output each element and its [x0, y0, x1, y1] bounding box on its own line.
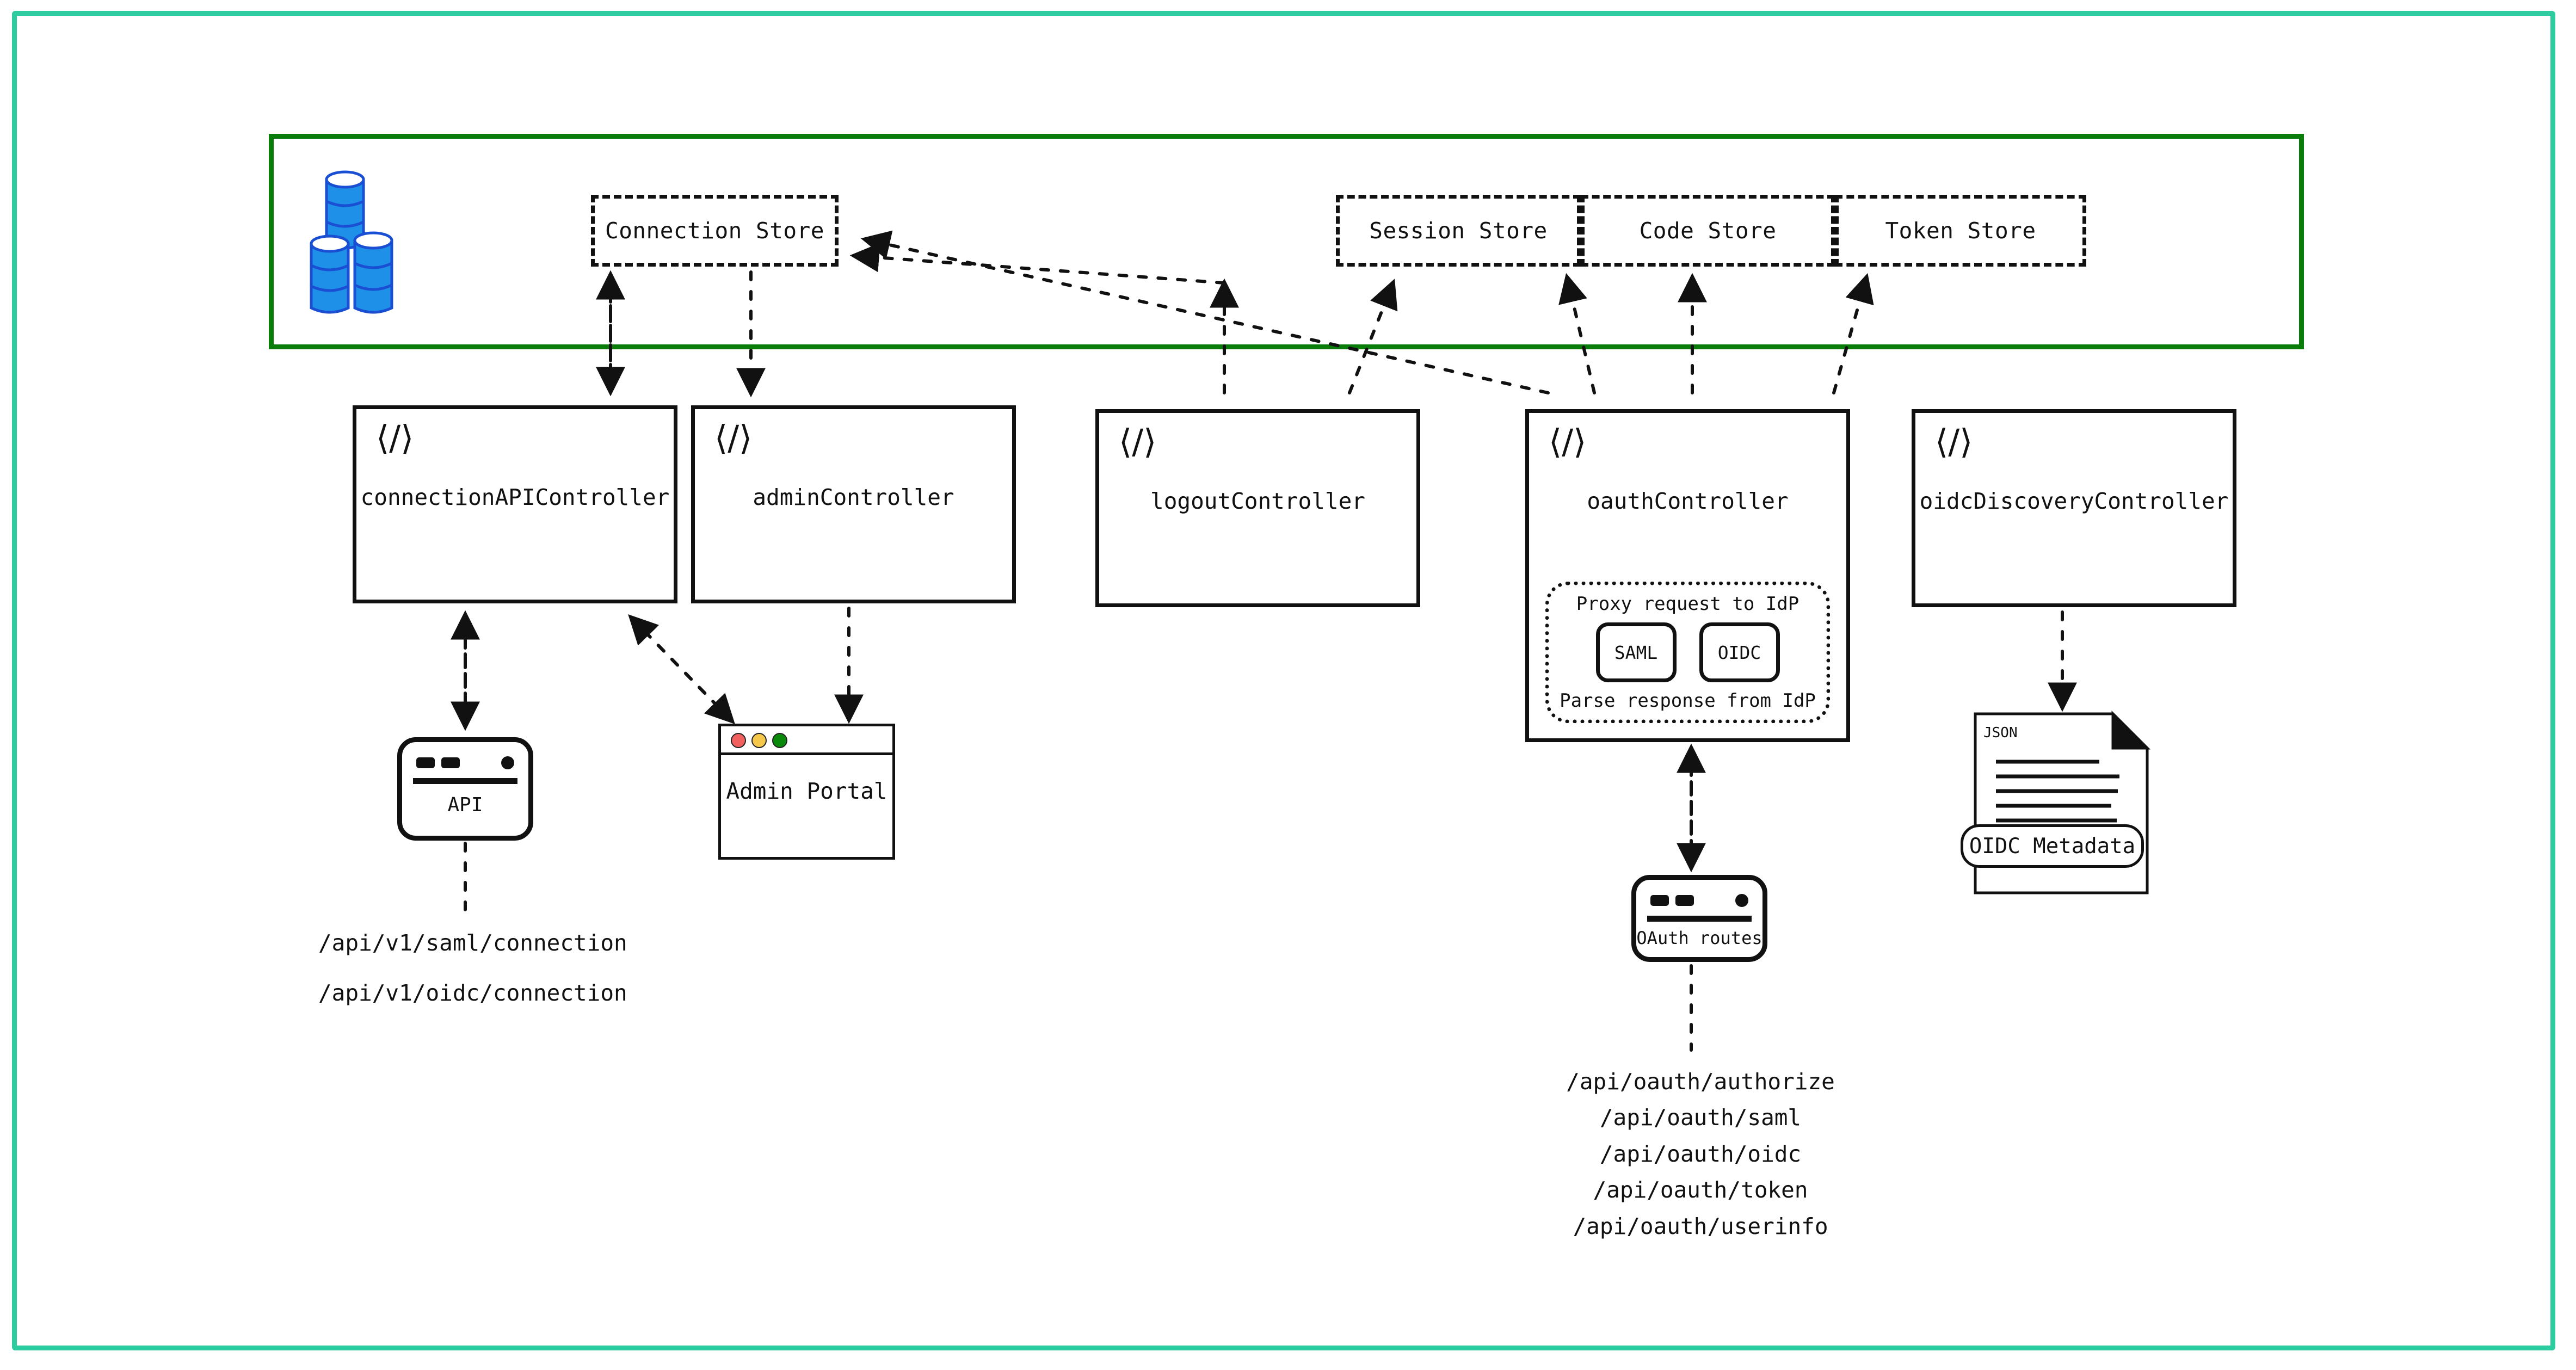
idp-chip-oidc[interactable]: OIDC — [1699, 622, 1780, 682]
traffic-light-minimize-icon[interactable] — [751, 733, 767, 748]
controller-admin[interactable]: ⟨/⟩ adminController — [691, 405, 1016, 603]
endpoint-item: /api/v1/saml/connection — [318, 930, 627, 956]
idp-chip-label: SAML — [1614, 641, 1658, 663]
idp-parse-response-label: Parse response from IdP — [1560, 690, 1816, 712]
code-brackets-icon: ⟨/⟩ — [1549, 422, 1587, 461]
endpoint-item: /api/oauth/oidc — [1599, 1140, 1802, 1167]
endpoint-item: /api/oauth/authorize — [1566, 1069, 1835, 1095]
store-session-store[interactable]: Session Store — [1336, 195, 1581, 267]
code-brackets-icon: ⟨/⟩ — [1935, 422, 1973, 461]
browser-dot-1 — [1650, 895, 1669, 906]
browser-bar — [413, 753, 517, 784]
oauth-routes-label: OAuth routes — [1636, 928, 1762, 948]
store-label: Token Store — [1885, 218, 2036, 244]
store-token-store[interactable]: Token Store — [1835, 195, 2086, 267]
endpoint-item: /api/oauth/saml — [1599, 1104, 1802, 1131]
idp-proxy-group: Proxy request to IdP SAML OIDC Parse res… — [1545, 582, 1830, 723]
controller-label: adminController — [753, 484, 954, 510]
outer-frame — [12, 11, 2555, 1350]
browser-dot-3 — [501, 756, 514, 769]
admin-portal-label: Admin Portal — [726, 778, 888, 804]
store-label: Code Store — [1639, 218, 1777, 244]
store-code-store[interactable]: Code Store — [1581, 195, 1835, 267]
code-brackets-icon: ⟨/⟩ — [714, 418, 753, 458]
oidc-metadata-label: OIDC Metadata — [1969, 834, 2136, 859]
idp-chip-label: OIDC — [1717, 641, 1761, 663]
admin-portal-window[interactable]: Admin Portal — [718, 724, 895, 860]
connection-endpoints-list: /api/v1/saml/connection /api/v1/oidc/con… — [318, 925, 627, 1011]
browser-dot-2 — [1675, 895, 1694, 906]
idp-chip-saml[interactable]: SAML — [1595, 622, 1677, 682]
endpoint-item: /api/oauth/token — [1593, 1177, 1808, 1204]
window-title-bar — [721, 726, 892, 755]
controller-logout[interactable]: ⟨/⟩ logoutController — [1095, 409, 1420, 607]
browser-dot-3 — [1735, 894, 1748, 907]
oauth-endpoints-list: /api/oauth/authorize /api/oauth/saml /ap… — [1556, 1064, 1845, 1244]
store-connection-store[interactable]: Connection Store — [591, 195, 839, 267]
controller-label: logoutController — [1150, 488, 1365, 514]
endpoint-item: /api/v1/oidc/connection — [318, 980, 627, 1007]
controller-label: connectionAPIController — [360, 484, 670, 510]
oauth-routes-client[interactable]: OAuth routes — [1631, 875, 1767, 962]
idp-proxy-request-label: Proxy request to IdP — [1576, 593, 1799, 615]
code-brackets-icon: ⟨/⟩ — [376, 418, 414, 458]
traffic-light-maximize-icon[interactable] — [772, 733, 787, 748]
browser-dot-2 — [441, 757, 460, 768]
endpoint-item: /api/oauth/userinfo — [1573, 1213, 1828, 1239]
controller-label: oauthController — [1587, 488, 1789, 514]
oidc-metadata-label-chip[interactable]: OIDC Metadata — [1961, 824, 2144, 868]
controller-oauth[interactable]: ⟨/⟩ oauthController Proxy request to IdP… — [1525, 409, 1850, 742]
browser-bar — [1647, 891, 1752, 922]
store-label: Connection Store — [605, 218, 824, 244]
traffic-light-close-icon[interactable] — [731, 733, 746, 748]
code-brackets-icon: ⟨/⟩ — [1119, 422, 1157, 461]
api-client[interactable]: API — [397, 737, 533, 841]
store-label: Session Store — [1369, 218, 1548, 244]
controller-oidc-discovery[interactable]: ⟨/⟩ oidcDiscoveryController — [1912, 409, 2236, 607]
controller-label: oidcDiscoveryController — [1919, 488, 2229, 514]
controller-connection-api[interactable]: ⟨/⟩ connectionAPIController — [353, 405, 677, 603]
api-client-label: API — [447, 794, 483, 816]
browser-dot-1 — [416, 757, 435, 768]
